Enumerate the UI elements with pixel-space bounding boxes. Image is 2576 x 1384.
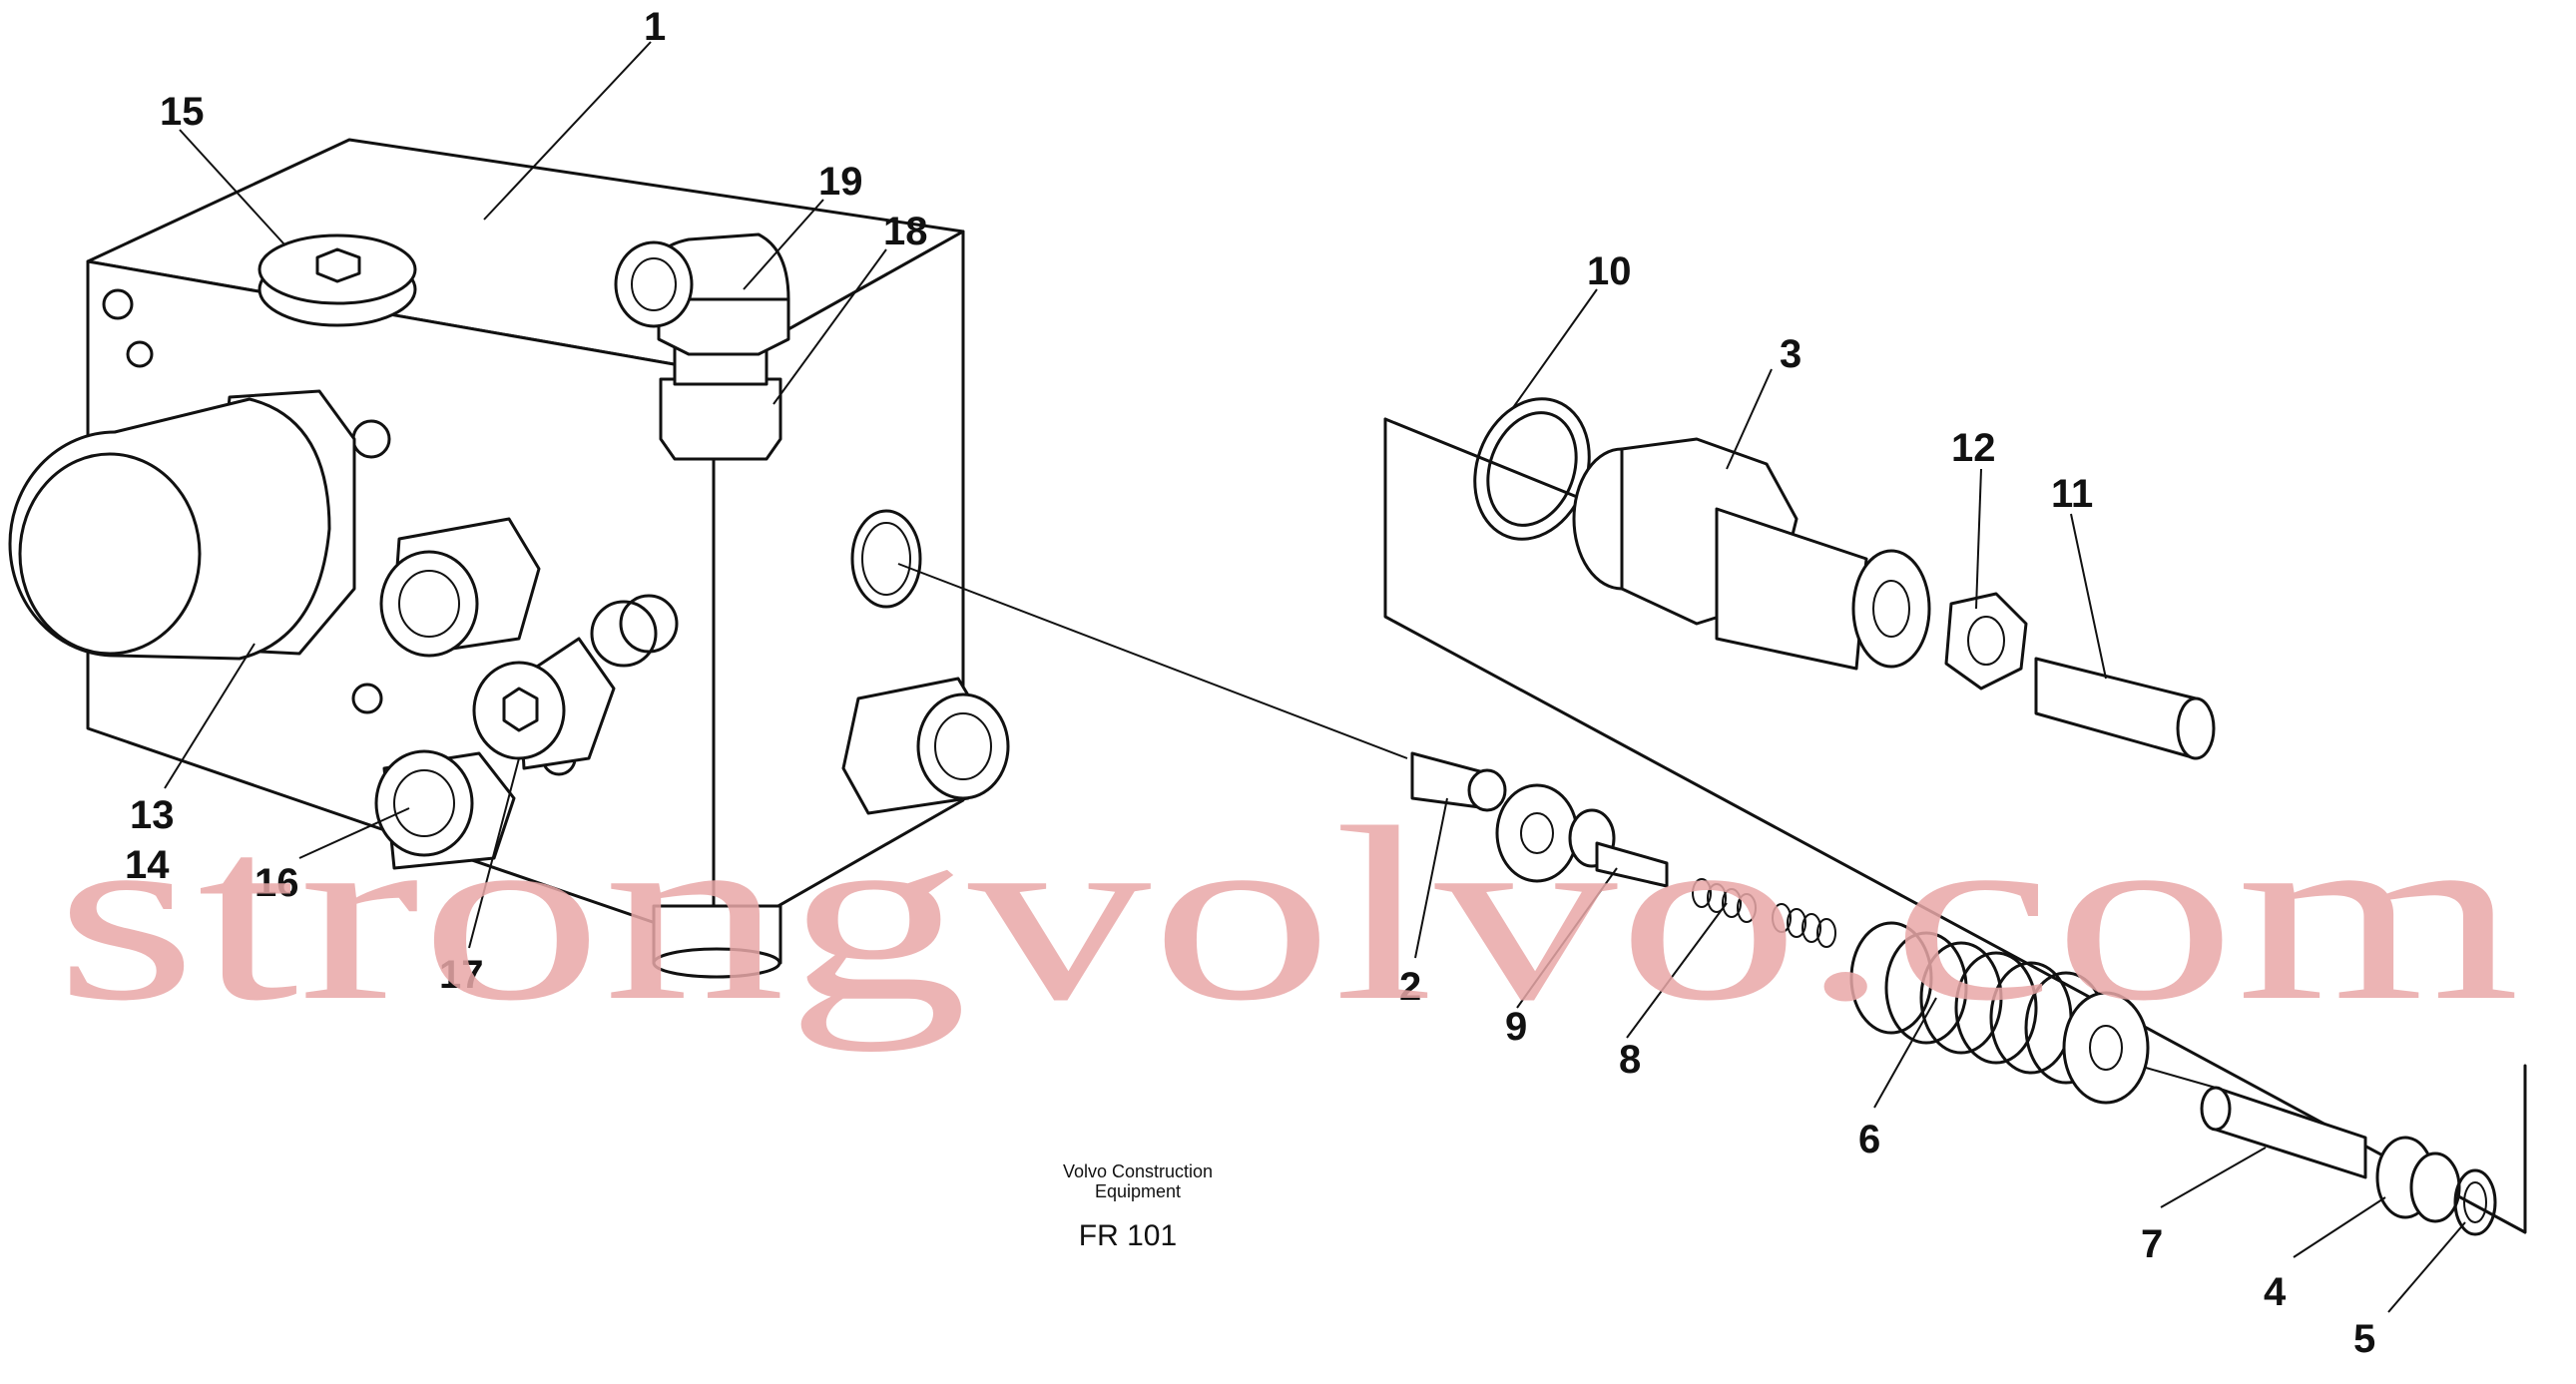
label-5: 5	[2353, 1317, 2375, 1361]
leader-lines	[164, 41, 2466, 1313]
label-7: 7	[2141, 1222, 2163, 1266]
label-19: 19	[818, 160, 863, 204]
inset-panel	[1383, 397, 2527, 1234]
label-16: 16	[255, 861, 299, 905]
caption-line-2: Equipment	[1095, 1181, 1181, 1201]
label-6: 6	[1858, 1118, 1880, 1161]
side-fitting	[841, 677, 1010, 815]
label-8: 8	[1619, 1038, 1641, 1082]
label-9: 9	[1505, 1005, 1527, 1049]
figure-code: FR 101	[1079, 1219, 1177, 1252]
label-4: 4	[2264, 1270, 2287, 1314]
caption-line-1: Volvo Construction	[1063, 1161, 1213, 1181]
callout-labels: 1 15 19 18 10 3 12 11 13 14 16 17 2 9 8 …	[125, 5, 2375, 1361]
label-11: 11	[2051, 472, 2093, 516]
large-plug	[8, 389, 356, 661]
label-10: 10	[1587, 249, 1632, 293]
front-fittings	[374, 517, 782, 979]
caption-block: Volvo Construction Equipment FR 101	[1063, 1161, 1213, 1252]
label-3: 3	[1780, 332, 1802, 376]
watermark-text: strongvolvo.com	[55, 776, 2520, 1053]
label-14: 14	[125, 843, 170, 887]
label-2: 2	[1399, 965, 1421, 1009]
elbow-fitting	[614, 232, 790, 461]
label-12: 12	[1951, 426, 1996, 470]
label-17: 17	[439, 953, 484, 997]
top-cap-plug	[258, 233, 417, 327]
label-15: 15	[160, 90, 205, 134]
spool-assembly	[897, 563, 2497, 1236]
label-13: 13	[130, 793, 175, 837]
label-18: 18	[883, 210, 928, 253]
label-1: 1	[644, 5, 666, 49]
